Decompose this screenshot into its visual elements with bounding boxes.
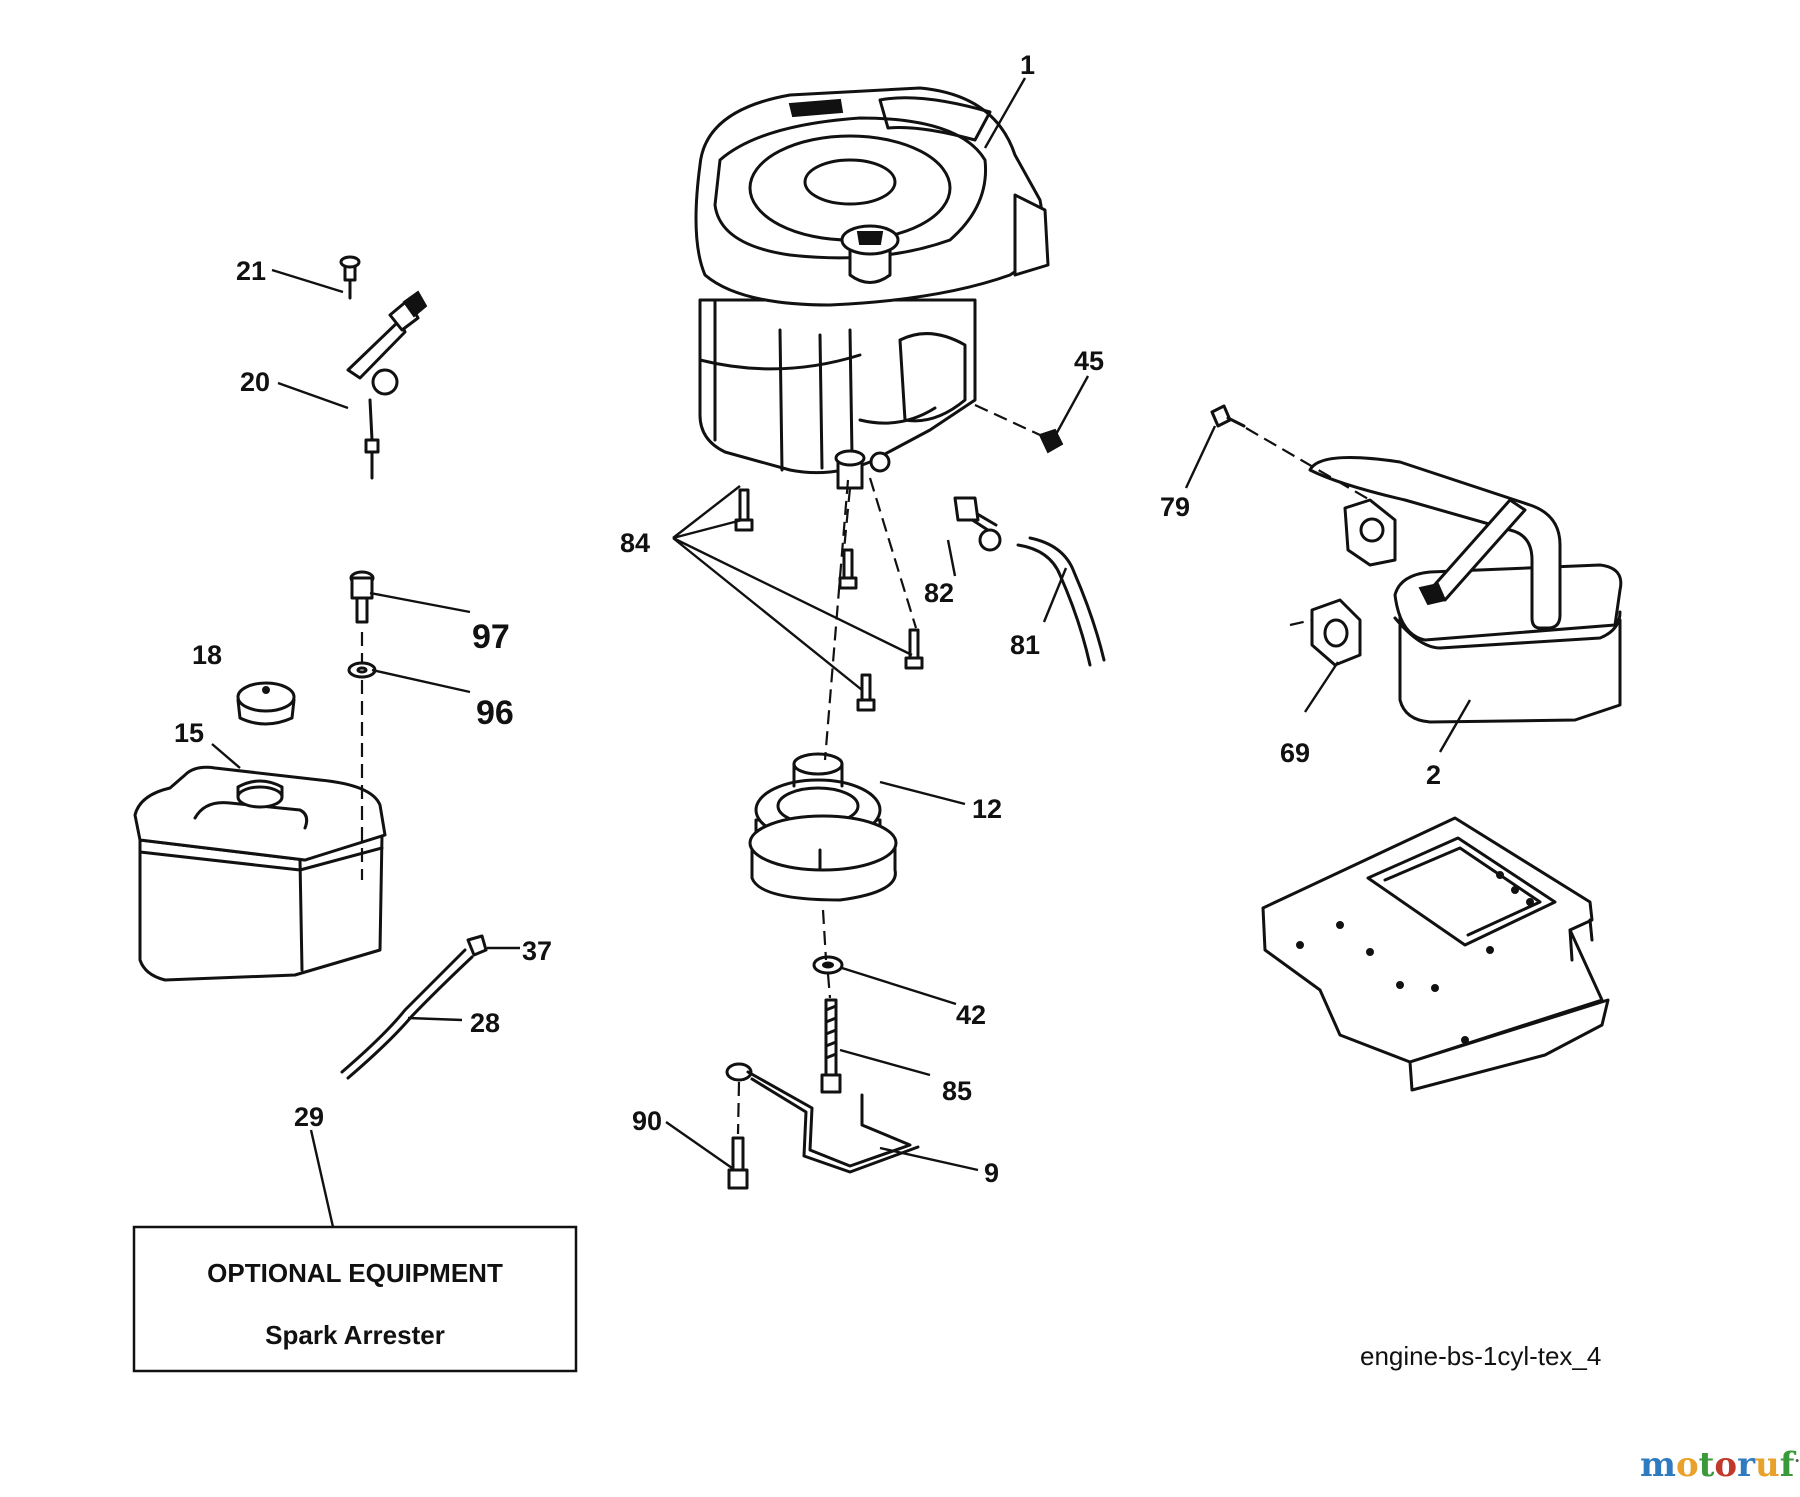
optional-equipment-box: OPTIONAL EQUIPMENT Spark Arrester bbox=[132, 1225, 578, 1373]
diagram-code: engine-bs-1cyl-tex_4 bbox=[1360, 1341, 1601, 1371]
watermark-letter: o bbox=[1676, 1445, 1699, 1485]
label-part-20: 20 bbox=[240, 367, 270, 397]
label-part-15: 15 bbox=[174, 718, 204, 748]
watermark-text: motoruf.de bbox=[1640, 1445, 1800, 1485]
watermark-letter: f bbox=[1780, 1445, 1797, 1485]
pulley-drawing bbox=[748, 752, 898, 902]
watermark-logo: motoruf.de bbox=[1640, 1445, 1800, 1485]
label-part-28: 28 bbox=[470, 1008, 500, 1038]
watermark-letter: u bbox=[1755, 1445, 1780, 1485]
label-part-96: 96 bbox=[476, 694, 514, 732]
label-part-97: 97 bbox=[472, 618, 510, 656]
label-part-42: 42 bbox=[956, 1000, 986, 1030]
throttle-control-drawing bbox=[339, 255, 428, 480]
hardware-drawing bbox=[347, 428, 1064, 1190]
label-part-82: 82 bbox=[924, 578, 954, 608]
label-part-69: 69 bbox=[1280, 738, 1310, 768]
label-part-45: 45 bbox=[1074, 346, 1104, 376]
watermark-letter: o bbox=[1714, 1445, 1737, 1485]
muffler-drawing bbox=[1210, 404, 1623, 724]
label-part-81: 81 bbox=[1010, 630, 1040, 660]
watermark-letter: m bbox=[1640, 1445, 1676, 1485]
watermark-letter: r bbox=[1737, 1445, 1756, 1485]
optional-equipment-title: OPTIONAL EQUIPMENT bbox=[207, 1258, 503, 1288]
mount-plate-drawing bbox=[1261, 816, 1610, 1092]
label-part-79: 79 bbox=[1160, 492, 1190, 522]
watermark-letter: t bbox=[1699, 1445, 1715, 1485]
label-part-84: 84 bbox=[620, 528, 650, 558]
leader-lines bbox=[211, 77, 1472, 1228]
assembly-lines bbox=[360, 404, 1371, 1135]
engine-drawing bbox=[694, 86, 1050, 490]
label-part-21: 21 bbox=[236, 256, 266, 286]
label-part-37: 37 bbox=[522, 936, 552, 966]
label-part-12: 12 bbox=[972, 794, 1002, 824]
label-part-9: 9 bbox=[984, 1158, 999, 1188]
label-part-85: 85 bbox=[942, 1076, 972, 1106]
label-part-90: 90 bbox=[632, 1106, 662, 1136]
label-part-1: 1 bbox=[1020, 50, 1035, 80]
optional-equipment-item: Spark Arrester bbox=[265, 1320, 445, 1350]
tubes-drawing bbox=[340, 496, 1106, 1080]
part-labels: 1 21 20 45 79 84 82 81 97 18 96 15 69 2 … bbox=[174, 50, 1441, 1188]
label-part-18: 18 bbox=[192, 640, 222, 670]
fuel-tank-drawing bbox=[133, 681, 387, 982]
label-part-2: 2 bbox=[1426, 760, 1441, 790]
label-part-29: 29 bbox=[294, 1102, 324, 1132]
link-rod-drawing bbox=[725, 1062, 920, 1174]
